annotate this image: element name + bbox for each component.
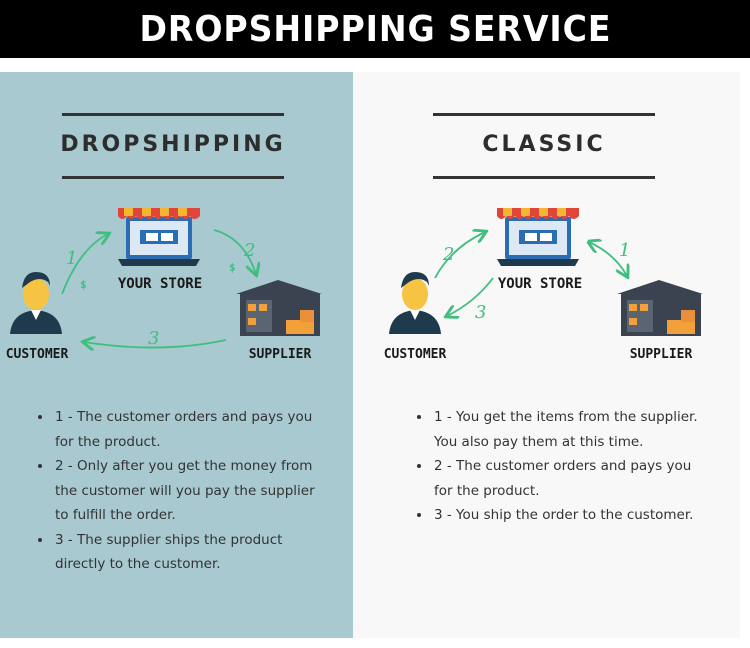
arrow-3 (447, 277, 494, 316)
title-rule-top (433, 113, 655, 116)
header-bar: DROPSHIPPING SERVICE (0, 0, 750, 58)
classic-steps: 1 - You get the items from the supplier.… (413, 405, 703, 528)
supplier-label: SUPPLIER (630, 347, 693, 362)
page-title: DROPSHIPPING SERVICE (139, 8, 611, 50)
arrow-2 (213, 229, 256, 274)
list-item: 1 - You get the items from the supplier.… (413, 405, 703, 454)
arrow-1 (61, 234, 108, 295)
arrow-2-label: 2 (243, 240, 255, 261)
arrow-3 (84, 340, 227, 348)
customer-icon (10, 272, 62, 334)
arrow-2 (434, 232, 485, 279)
warehouse-icon (617, 280, 703, 336)
supplier-label: SUPPLIER (249, 347, 312, 362)
classic-diagram: YOUR STORE CUSTOMER SUPPLIER 1 2 3 (384, 208, 703, 362)
dropshipping-title: DROPSHIPPING (60, 132, 286, 157)
customer-icon (389, 272, 441, 334)
arrow-3-label: 3 (148, 328, 159, 349)
warehouse-icon (236, 280, 322, 336)
arrow-2-label: 2 (442, 244, 454, 265)
list-item: 3 - The supplier ships the product direc… (34, 528, 316, 577)
store-laptop-icon (118, 208, 200, 266)
customer-label: CUSTOMER (384, 347, 447, 362)
store-laptop-icon (497, 208, 579, 266)
dropshipping-steps: 1 - The customer orders and pays you for… (34, 405, 316, 577)
customer-label: CUSTOMER (6, 347, 69, 362)
classic-panel: CLASSIC (353, 72, 740, 638)
arrow-3-label: 3 (475, 302, 486, 323)
dropshipping-diagram: YOUR STORE CUSTOMER SUPPLIER 1 $ 2 $ (6, 208, 322, 362)
title-rule-top (62, 113, 284, 116)
money-2-label: $ (229, 261, 236, 274)
classic-title: CLASSIC (482, 132, 606, 157)
arrow-1 (589, 242, 627, 276)
list-item: 2 - Only after you get the money from th… (34, 454, 316, 528)
store-label: YOUR STORE (498, 276, 582, 292)
dropshipping-panel: DROPSHIPPING YOUR STORE (0, 72, 353, 638)
list-item: 2 - The customer orders and pays you for… (413, 454, 703, 503)
title-rule-bottom (62, 176, 284, 179)
arrow-1-label: 1 (619, 240, 630, 261)
arrow-1-label: 1 (66, 248, 77, 269)
store-label: YOUR STORE (118, 276, 202, 292)
list-item: 3 - You ship the order to the customer. (413, 503, 703, 528)
list-item: 1 - The customer orders and pays you for… (34, 405, 316, 454)
money-1-label: $ (80, 278, 87, 291)
title-rule-bottom (433, 176, 655, 179)
